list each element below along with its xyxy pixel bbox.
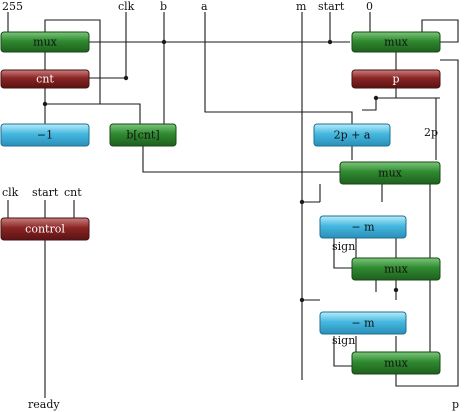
input-m-label: m: [296, 0, 307, 13]
input-zero-label: 0: [366, 0, 373, 13]
input-start-label: start: [318, 0, 345, 13]
output-ready-label: ready: [28, 398, 60, 411]
mux-lower-2-label: mux: [384, 357, 409, 370]
b-cnt-block: b[cnt]: [109, 123, 177, 147]
control-block: control: [0, 217, 90, 241]
sign-2-label: sign: [332, 334, 355, 347]
input-clk-label: clk: [118, 0, 135, 13]
minus-m-1-label: − m: [351, 221, 375, 234]
wires: [7, 12, 459, 398]
cnt-register-label: cnt: [36, 73, 54, 86]
input-a-label: a: [201, 0, 208, 13]
cnt-register-block: cnt: [0, 69, 90, 89]
minus-m-2-label: − m: [351, 317, 375, 330]
sign-1-label: sign: [332, 240, 355, 253]
mux-left-block: mux: [0, 31, 90, 53]
minus-m-1-block: − m: [319, 215, 407, 239]
control-label: control: [25, 223, 65, 236]
mux-mid-block: mux: [339, 161, 441, 185]
control-start-label: start: [32, 186, 59, 199]
minus-m-2-block: − m: [319, 311, 407, 335]
two-p-label: 2p: [424, 126, 438, 139]
minus-one-block: −1: [0, 123, 90, 147]
input-b-label: b: [160, 0, 167, 13]
mux-top-right-block: mux: [351, 31, 441, 53]
mux-lower-2-block: mux: [351, 351, 441, 375]
mux-left-label: mux: [33, 36, 58, 49]
output-p-label: p: [452, 398, 459, 411]
mux-mid-label: mux: [378, 167, 403, 180]
junction-dots: [42, 39, 399, 303]
two-p-plus-a-block: 2p + a: [313, 123, 391, 147]
control-cnt-label: cnt: [64, 186, 82, 199]
mux-lower-1-block: mux: [351, 257, 441, 281]
control-clk-label: clk: [2, 186, 19, 199]
input-255-label: 255: [2, 0, 23, 13]
two-p-plus-a-label: 2p + a: [334, 129, 371, 142]
p-register-label: p: [392, 73, 399, 86]
mux-top-right-label: mux: [384, 36, 409, 49]
b-cnt-label: b[cnt]: [126, 129, 159, 142]
mux-lower-1-label: mux: [384, 263, 409, 276]
minus-one-label: −1: [37, 129, 53, 142]
p-register-block: p: [351, 69, 441, 89]
